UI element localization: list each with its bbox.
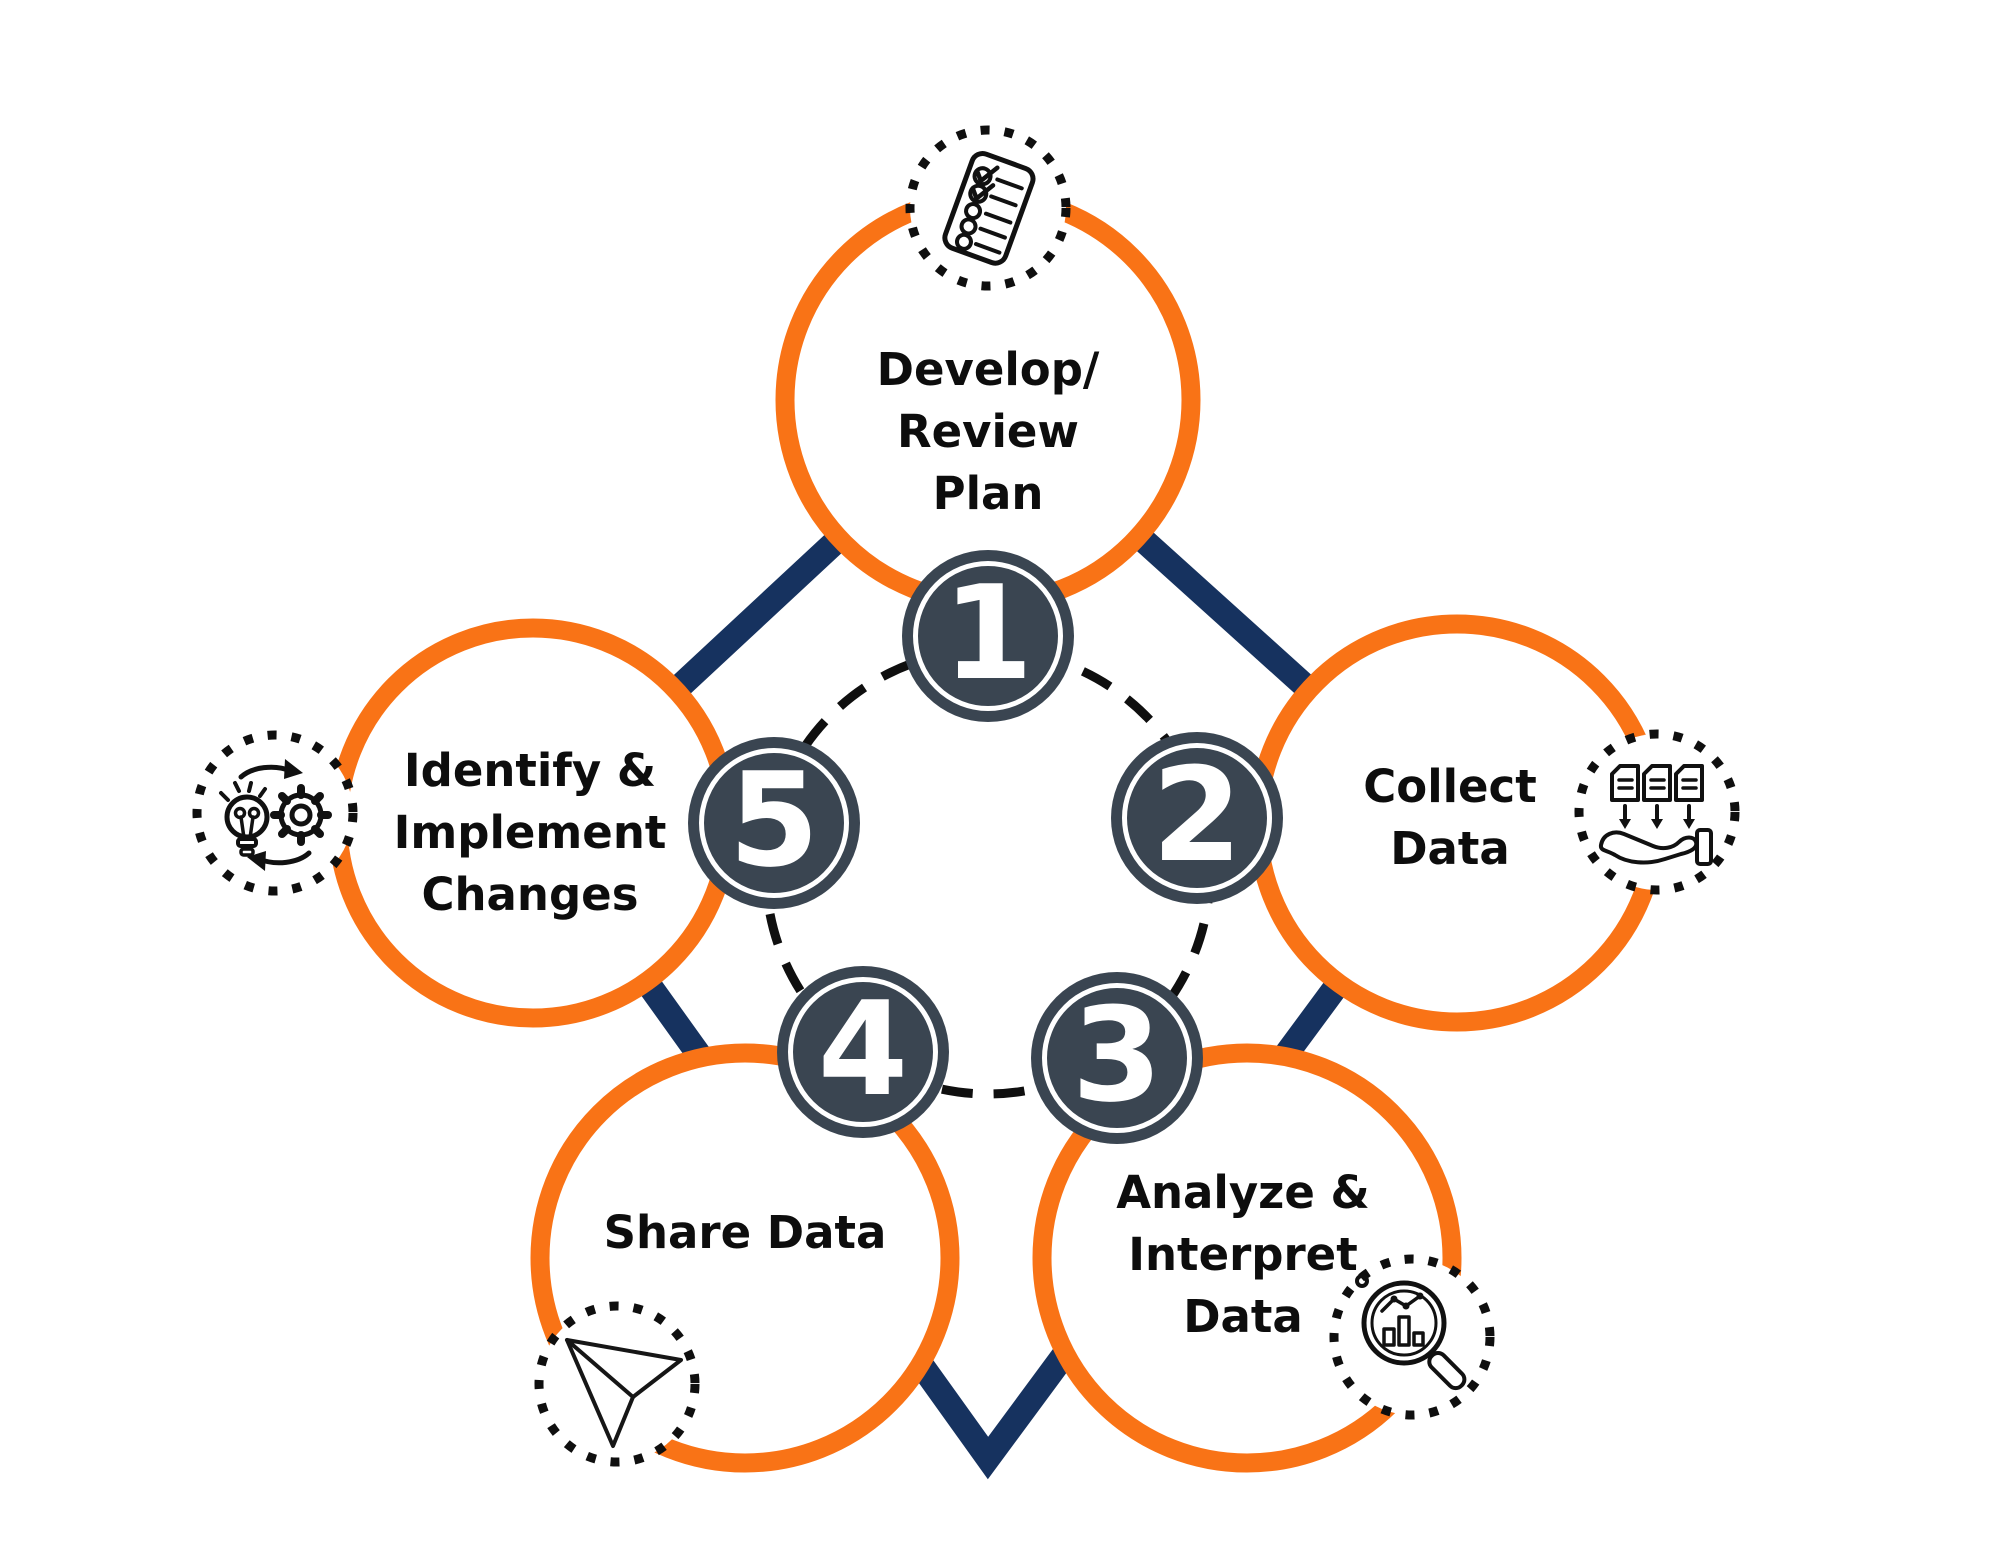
step-number-2-text: 2 <box>1151 739 1243 891</box>
step-number-1-text: 1 <box>942 557 1034 709</box>
label-identify-implement-changes: Identify & Implement Changes <box>393 743 667 922</box>
checklist-icon <box>905 125 1071 291</box>
label-collect-data: Collect Data <box>1363 759 1537 875</box>
step-number-ring <box>1042 983 1192 1133</box>
magnifier-bar-chart-icon <box>1329 1254 1495 1420</box>
step-number-ring <box>788 977 938 1127</box>
paper-plane-icon <box>534 1301 700 1467</box>
step-number-ring <box>913 561 1063 711</box>
step-number-5-text: 5 <box>728 744 820 896</box>
badge-develop-review-plan <box>902 122 1074 294</box>
label-develop-review-plan: Develop/ Review Plan <box>876 342 1100 521</box>
badge-share-data <box>531 1298 703 1470</box>
badge-identify-implement-changes <box>189 727 361 899</box>
badge-collect-data <box>1571 726 1743 898</box>
step-number-3: 3 <box>1031 972 1203 1144</box>
step-number-4: 4 <box>777 966 949 1138</box>
step-number-ring <box>1122 743 1272 893</box>
step-number-2: 2 <box>1111 732 1283 904</box>
lightbulb-gear-cycle-icon <box>192 730 358 896</box>
step-number-ring <box>699 748 849 898</box>
step-number-4-text: 4 <box>817 973 909 1125</box>
step-number-5: 5 <box>688 737 860 909</box>
diamond-connector <box>516 383 1474 1480</box>
badge-analyze-interpret-data <box>1326 1251 1498 1423</box>
documents-into-hand-icon <box>1574 729 1740 895</box>
label-share-data: Share Data <box>603 1205 887 1259</box>
step-number-1: 1 <box>902 550 1074 722</box>
label-analyze-interpret-data: Analyze & Interpret Data <box>1116 1165 1370 1344</box>
step-number-3-text: 3 <box>1071 979 1163 1131</box>
